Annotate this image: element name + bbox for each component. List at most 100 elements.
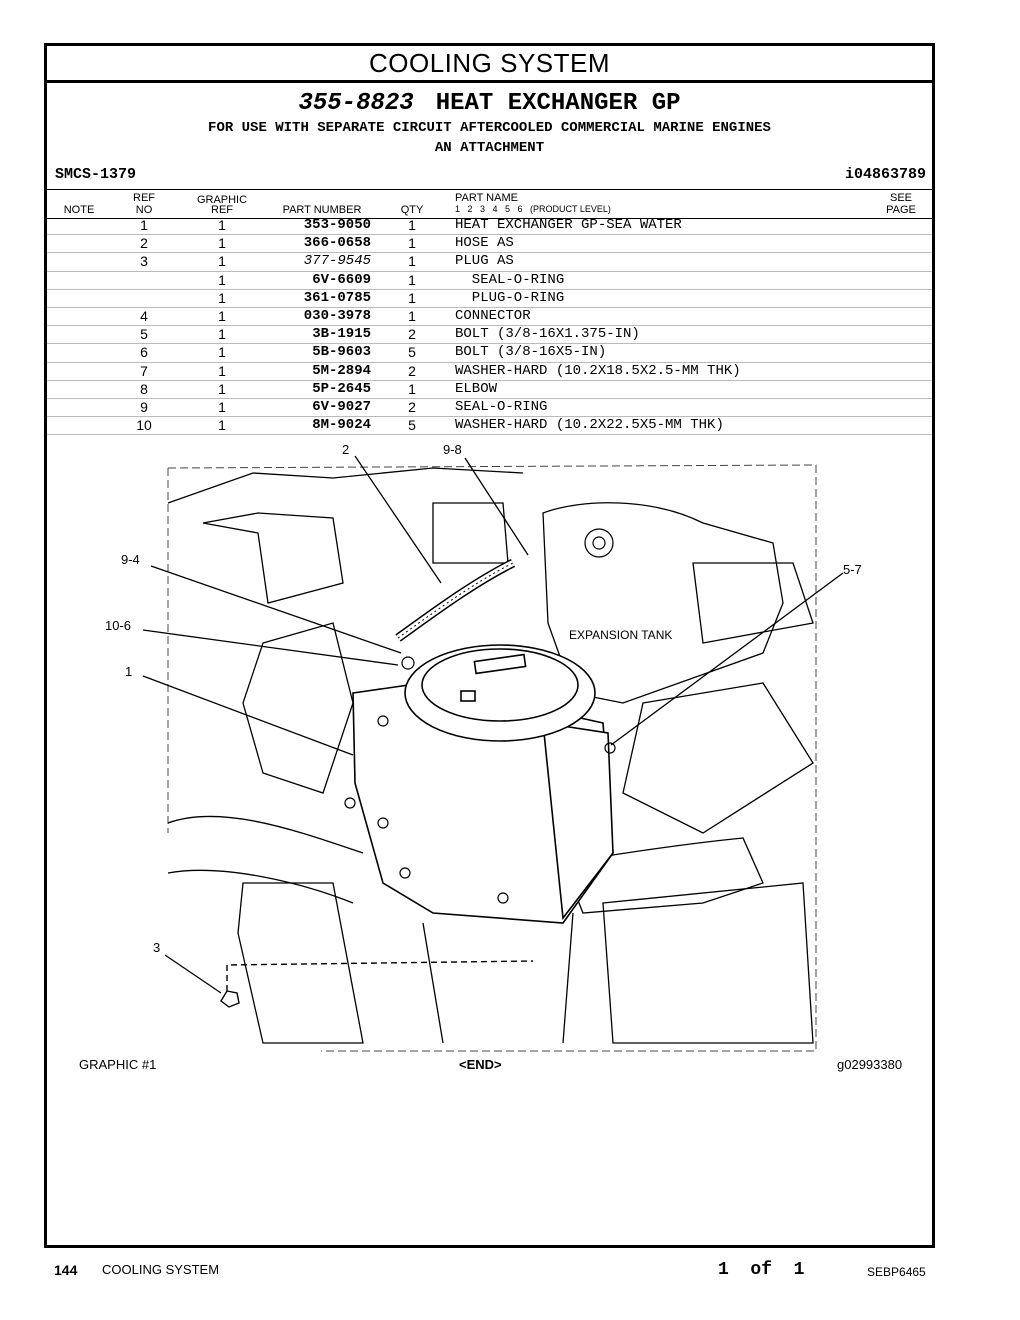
document-ident: i04863789 — [844, 166, 926, 183]
part-number: 5B-9603 — [312, 344, 371, 361]
qty: 5 — [408, 344, 416, 361]
graphic-ref: 1 — [218, 289, 226, 306]
col-ref-line1: REF — [133, 192, 155, 204]
col-qty: QTY — [400, 204, 424, 216]
col-see-line1: SEE — [889, 192, 912, 204]
callout-5-7: 5-7 — [843, 562, 862, 577]
ref-no: 10 — [136, 417, 152, 434]
part-name: WASHER-HARD (10.2X22.5X5-MM THK) — [455, 417, 724, 434]
part-number: 6V-9027 — [312, 398, 371, 415]
qty: 2 — [408, 398, 416, 415]
expansion-tank-label: EXPANSION TANK — [569, 628, 673, 642]
table-row: 6 1 5B-9603 5 BOLT (3/8-16X5-IN) — [47, 344, 932, 363]
part-name: HOSE AS — [455, 235, 514, 252]
ref-no: 4 — [140, 307, 148, 324]
col-see-line2: PAGE — [886, 204, 916, 216]
qty: 1 — [408, 253, 416, 270]
part-name: SEAL-O-RING — [455, 271, 565, 288]
qty: 1 — [408, 307, 416, 324]
table-row: 1 361-0785 1 PLUG-O-RING — [47, 290, 932, 308]
graphic-ref: 1 — [218, 380, 226, 397]
qty: 1 — [408, 271, 416, 288]
graphic-ref: 1 — [218, 307, 226, 324]
ref-no: 2 — [140, 235, 148, 252]
part-name: PLUG AS — [455, 253, 514, 270]
part-number: 030-3978 — [303, 307, 371, 324]
qty: 1 — [408, 289, 416, 306]
qty: 1 — [408, 235, 416, 252]
ref-no: 6 — [140, 344, 148, 361]
subtitle-attachment: AN ATTACHMENT — [434, 140, 545, 156]
part-name: ELBOW — [455, 380, 498, 397]
part-number: 5M-2894 — [312, 362, 371, 379]
col-part-name: PART NAME — [455, 192, 518, 204]
graphic-ref: 1 — [218, 326, 226, 343]
page-of-count: 1 of 1 — [718, 1260, 805, 1280]
graphic-ref: 1 — [218, 253, 226, 270]
graphic-label: GRAPHIC #1 — [79, 1057, 157, 1072]
callout-2: 2 — [342, 442, 350, 457]
ref-no: 3 — [140, 253, 148, 270]
table-row: 2 1 366-0658 1 HOSE AS — [47, 235, 932, 254]
part-name: HEAT EXCHANGER GP-SEA WATER — [455, 217, 682, 233]
part-name: BOLT (3/8-16X5-IN) — [455, 344, 607, 361]
part-number: 366-0658 — [303, 235, 371, 252]
part-number: 353-9050 — [303, 217, 371, 233]
graphic-id: g02993380 — [837, 1057, 903, 1072]
part-number: 3B-1915 — [312, 326, 371, 343]
qty: 2 — [408, 362, 416, 379]
part-name: WASHER-HARD (10.2X18.5X2.5-MM THK) — [455, 362, 741, 379]
graphic-ref: 1 — [218, 235, 226, 252]
exploded-view-illustration — [142, 455, 844, 1052]
ref-no: 9 — [140, 398, 148, 415]
graphic-ref: 1 — [218, 271, 226, 288]
part-number: 361-0785 — [303, 289, 371, 306]
qty: 1 — [408, 380, 416, 397]
col-part-number: PART NUMBER — [282, 204, 362, 216]
qty: 1 — [408, 217, 416, 233]
page-number: 144 — [54, 1262, 78, 1278]
group-name: HEAT EXCHANGER GP — [435, 90, 681, 117]
callout-1: 1 — [125, 664, 133, 679]
table-row: 5 1 3B-1915 2 BOLT (3/8-16X1.375-IN) — [47, 326, 932, 345]
table-row: 3 1 377-9545 1 PLUG AS — [47, 253, 932, 272]
part-name: PLUG-O-RING — [455, 289, 565, 306]
callout-10-6: 10-6 — [105, 618, 132, 633]
graphic-ref: 1 — [218, 362, 226, 379]
graphic-ref: 1 — [218, 417, 226, 434]
document-number: SEBP6465 — [867, 1265, 926, 1279]
callout-9-4: 9-4 — [121, 552, 140, 567]
end-marker: <END> — [459, 1057, 502, 1072]
parts-table-header: NOTE REF NO GRAPHIC REF PART NUMBER QTY … — [47, 189, 932, 219]
col-note: NOTE — [63, 204, 95, 216]
callout-3: 3 — [153, 940, 161, 955]
col-graphic-line1: GRAPHIC — [196, 194, 248, 206]
table-row: 10 1 8M-9024 5 WASHER-HARD (10.2X22.5X5-MM T… — [47, 417, 932, 436]
qty: 2 — [408, 326, 416, 343]
qty: 5 — [408, 417, 416, 434]
ref-no: 8 — [140, 380, 148, 397]
ref-no: 1 — [140, 217, 148, 233]
part-number: 377-9545 — [303, 253, 371, 270]
part-number: 8M-9024 — [312, 417, 371, 434]
part-name: BOLT (3/8-16X1.375-IN) — [455, 326, 640, 343]
graphic-ref: 1 — [218, 344, 226, 361]
group-part-number: 355-8823 — [298, 90, 414, 117]
col-graphic-line2: REF — [211, 204, 233, 216]
footer-section: COOLING SYSTEM — [102, 1262, 220, 1277]
section-title: COOLING SYSTEM — [47, 46, 932, 83]
subtitle-usage: FOR USE WITH SEPARATE CIRCUIT AFTERCOOLE… — [208, 120, 771, 136]
group-title: 355-8823 HEAT EXCHANGER GP — [47, 90, 932, 117]
col-product-level: 1 2 3 4 5 6 (PRODUCT LEVEL) — [455, 204, 611, 214]
graphic-ref: 1 — [218, 398, 226, 415]
col-ref-line2: NO — [135, 204, 153, 216]
ref-no: 5 — [140, 326, 148, 343]
